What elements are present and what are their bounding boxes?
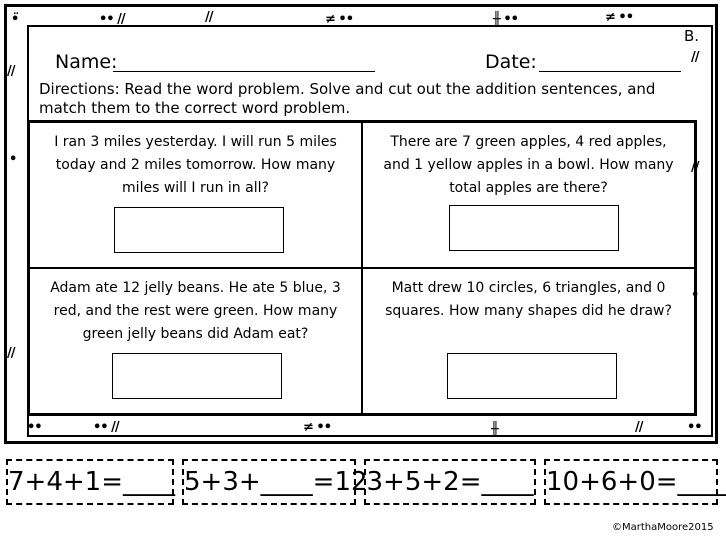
border-doodle: •̈ <box>11 12 19 27</box>
problem-cell-3: Adam ate 12 jelly beans. He ate 5 blue, … <box>29 268 362 414</box>
border-doodle: • <box>9 152 17 167</box>
problem-text: Adam ate 12 jelly beans. He ate 5 blue, … <box>50 280 341 342</box>
border-doodle: ≠ •• <box>303 420 332 435</box>
problem-grid: I ran 3 miles yesterday. I will run 5 mi… <box>27 120 697 416</box>
border-doodle: ≠ •• <box>325 12 354 27</box>
border-doodle: // <box>205 10 213 25</box>
cutout-strip-1[interactable]: 7+4+1=____ <box>6 459 175 505</box>
directions-text: Directions: Read the word problem. Solve… <box>39 80 656 117</box>
cutout-strip-3[interactable]: 3+5+2=____ <box>364 459 536 505</box>
date-field[interactable] <box>539 71 681 72</box>
header-row: Name: Date: <box>55 51 685 77</box>
problem-cell-2: There are 7 green apples, 4 red apples, … <box>362 122 695 268</box>
border-doodle: •• // <box>99 12 126 27</box>
border-doodle: ╫ <box>491 422 499 437</box>
answer-box-2[interactable] <box>449 205 619 251</box>
problem-text: There are 7 green apples, 4 red apples, … <box>383 134 674 196</box>
border-doodle: •• <box>27 420 43 435</box>
cutout-strip-2[interactable]: 5+3+____=12 <box>182 459 368 505</box>
cutout-strip-4[interactable]: 10+6+0=____ <box>544 459 726 505</box>
problem-cell-4: Matt drew 10 circles, 6 triangles, and 0… <box>362 268 695 414</box>
name-label: Name: <box>55 51 118 73</box>
problem-text: I ran 3 miles yesterday. I will run 5 mi… <box>54 134 337 196</box>
border-doodle: // <box>691 50 699 65</box>
worksheet-tag: B. <box>683 27 699 45</box>
answer-box-3[interactable] <box>112 353 282 399</box>
border-doodle: ╫ •• <box>493 12 519 27</box>
border-doodle: // <box>7 346 15 361</box>
problem-text: Matt drew 10 circles, 6 triangles, and 0… <box>385 280 672 319</box>
border-doodle: // <box>635 420 643 435</box>
copyright-text: ©MarthaMoore2015 <box>612 522 714 533</box>
border-doodle: •• <box>687 420 703 435</box>
border-doodle: ≠ •• <box>605 10 634 25</box>
border-doodle: // <box>7 64 15 79</box>
outer-border: •̈ •• // // ≠ •• ╫ •• ≠ •• // // • // //… <box>4 4 718 444</box>
problem-cell-1: I ran 3 miles yesterday. I will run 5 mi… <box>29 122 362 268</box>
answer-box-4[interactable] <box>447 353 617 399</box>
answer-box-1[interactable] <box>114 207 284 253</box>
name-field[interactable] <box>113 71 375 72</box>
date-label: Date: <box>485 51 537 73</box>
border-doodle: •• // <box>93 420 120 435</box>
